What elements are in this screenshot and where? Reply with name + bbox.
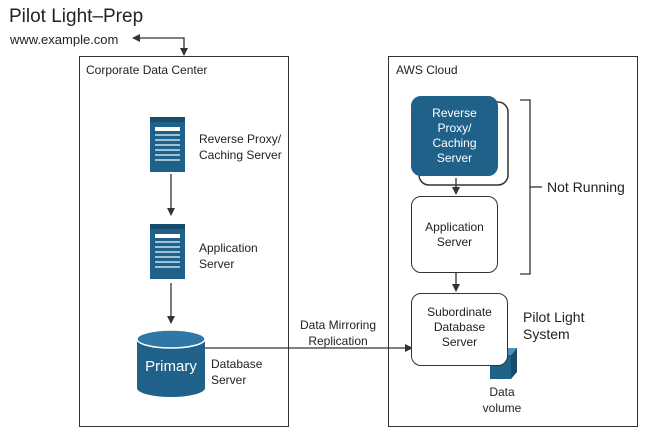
subordinate-database-box: Subordinate Database Server (411, 293, 508, 366)
application-server-icon (150, 224, 185, 279)
reverse-proxy-server-icon (150, 117, 185, 172)
primary-label: Primary (145, 358, 197, 375)
application-server-label: Application Server (199, 241, 258, 271)
pilot-light-system-label: Pilot Light System (523, 309, 585, 342)
not-running-bracket (520, 99, 531, 275)
reverse-proxy-label: Reverse Proxy/ Caching Server (199, 132, 282, 162)
corporate-data-center-label: Corporate Data Center (86, 63, 208, 77)
primary-database-cylinder (136, 329, 206, 397)
database-server-label: Database Server (211, 357, 263, 387)
data-volume-label: Data volume (482, 385, 522, 415)
url-label: www.example.com (10, 32, 119, 47)
aws-application-server-box: Application Server (411, 196, 498, 273)
aws-reverse-proxy-label: Reverse Proxy/ Caching Server (432, 106, 477, 165)
aws-reverse-proxy-box: Reverse Proxy/ Caching Server (411, 96, 498, 176)
not-running-label: Not Running (547, 179, 625, 195)
diagram-title: Pilot Light–Prep (9, 6, 144, 27)
subordinate-database-label: Subordinate Database Server (427, 305, 492, 349)
aws-application-server-label: Application Server (425, 219, 484, 249)
url-connector (132, 34, 188, 56)
aws-cloud-label: AWS Cloud (396, 63, 458, 77)
replication-label: Data Mirroring Replication (299, 318, 377, 348)
